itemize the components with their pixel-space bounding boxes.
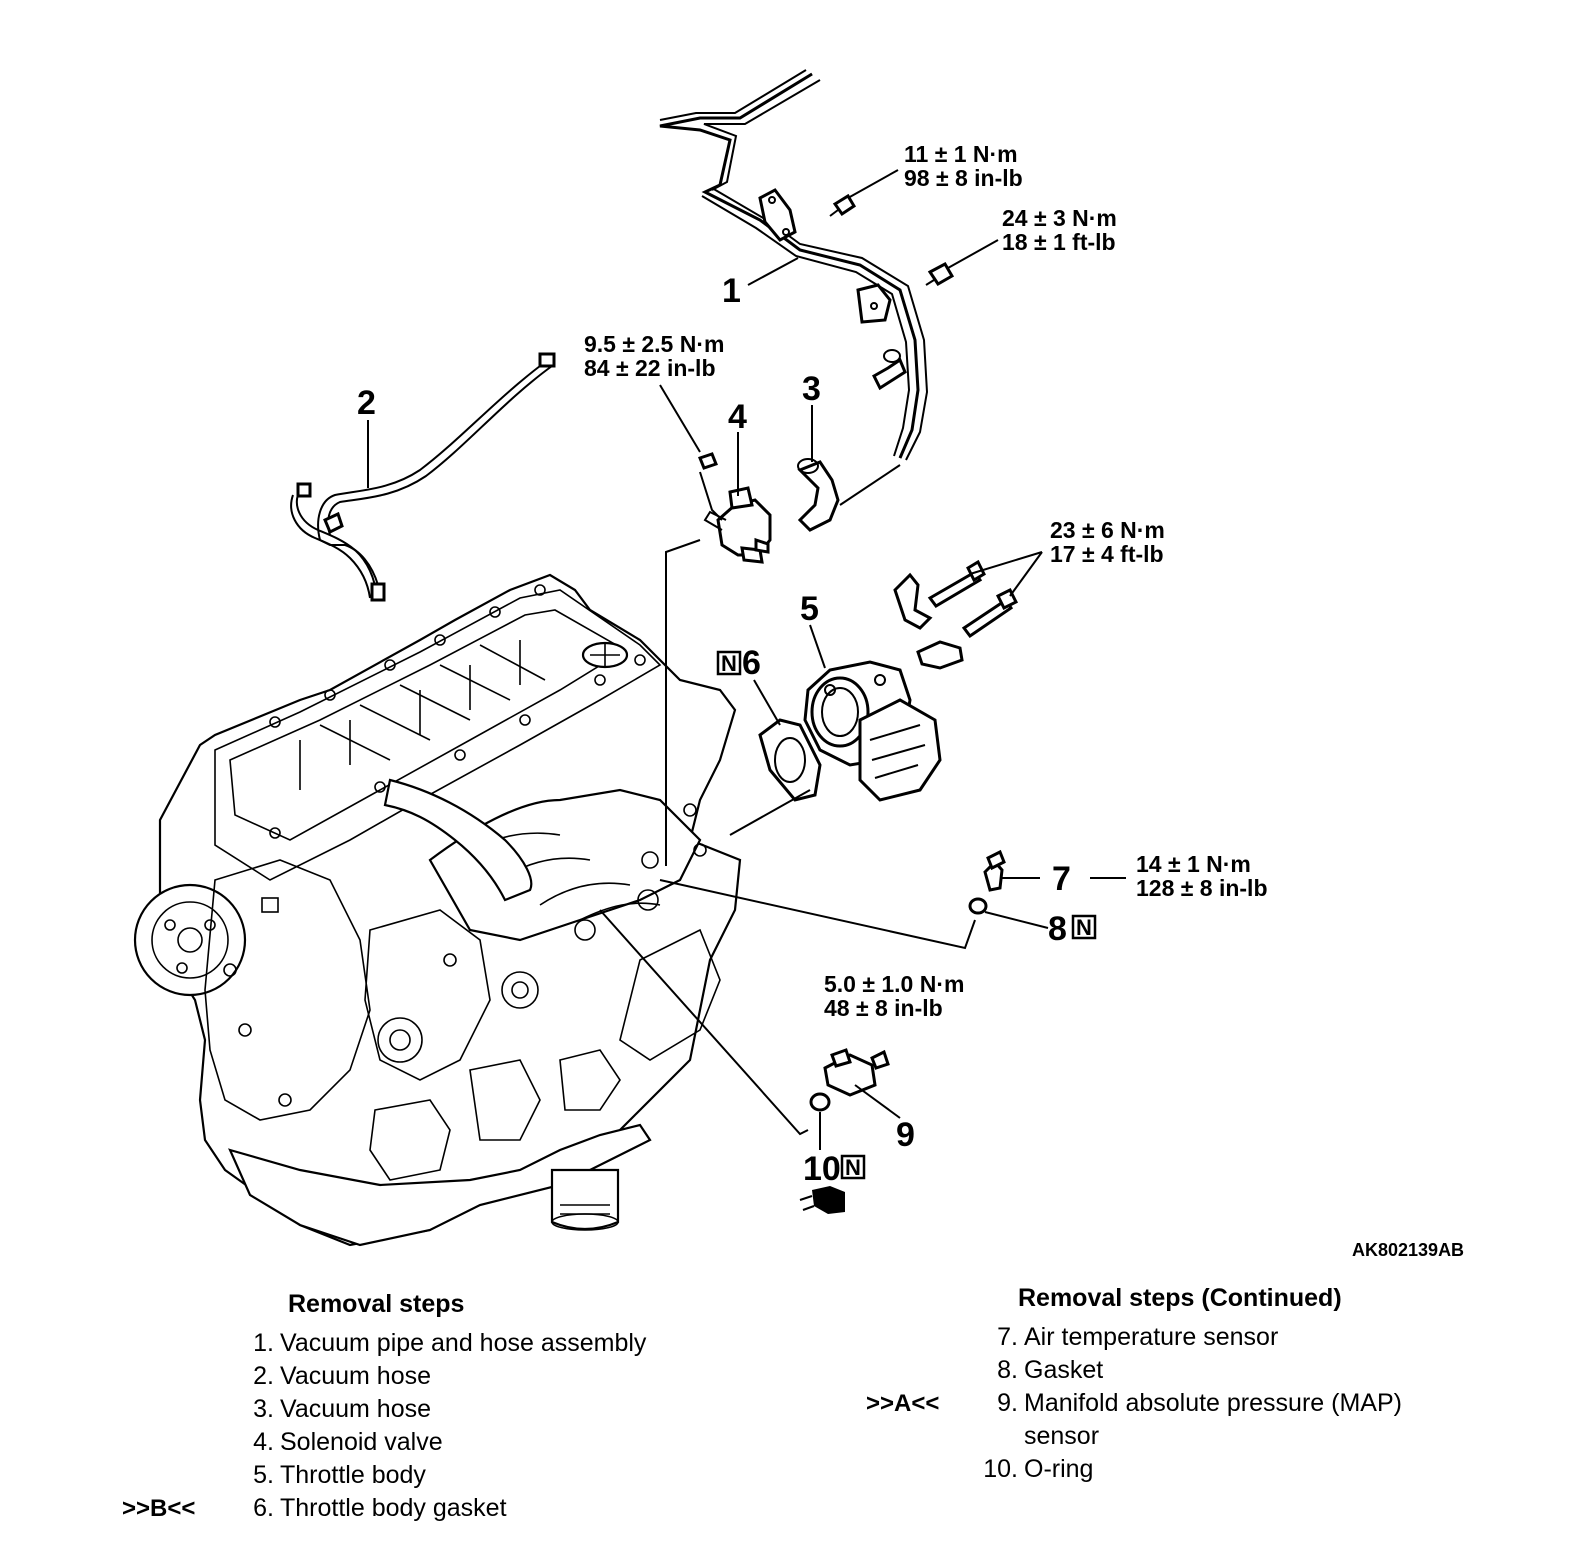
callout-7: 7	[1052, 860, 1071, 898]
n-marker-10: N	[845, 1155, 861, 1180]
callout-1: 1	[722, 272, 741, 310]
vacuum-pipe-assembly	[659, 69, 929, 461]
n-marker-8: N	[1076, 915, 1092, 940]
torque-5-nm: 14 ± 1 N·m	[1136, 851, 1251, 877]
torque-2-ftlb: 18 ± 1 ft-lb	[1002, 229, 1116, 255]
step-row: >>B<< 6. Throttle body gasket	[122, 1494, 507, 1522]
torque-2-nm: 24 ± 3 N·m	[1002, 205, 1117, 231]
callout-5: 5	[800, 590, 819, 628]
step-row: >>A<< 9. Manifold absolute pressure (MAP…	[866, 1389, 1402, 1417]
torque-1-inlb: 98 ± 8 in-lb	[904, 165, 1023, 191]
step-row: 2. Vacuum hose	[253, 1362, 432, 1390]
callout-3: 3	[802, 370, 821, 408]
throttle-body	[803, 559, 1019, 802]
map-sensor-small-icon	[799, 1186, 845, 1214]
callout-10-group: 10 N	[803, 1150, 866, 1188]
bolt-11nm	[829, 193, 857, 217]
step-row: 1. Vacuum pipe and hose assembly	[253, 1329, 647, 1357]
vacuum-hose-3	[797, 458, 901, 532]
callout-9: 9	[896, 1116, 915, 1154]
map-sensor	[823, 1048, 890, 1097]
throttle-body-gasket	[758, 718, 822, 802]
bolt-24nm	[925, 261, 955, 286]
step-row: 3. Vacuum hose	[253, 1395, 432, 1423]
torque-1-nm: 11 ± 1 N·m	[904, 141, 1018, 167]
removal-steps-continued-title: Removal steps (Continued)	[1018, 1284, 1342, 1312]
o-ring-10	[809, 1092, 831, 1112]
leader-lines	[367, 169, 1126, 1150]
removal-steps-title: Removal steps	[288, 1290, 465, 1318]
callout-6-group: N 6	[716, 644, 761, 682]
torque-3-nm: 9.5 ± 2.5 N·m	[584, 331, 724, 357]
torque-4-nm: 23 ± 6 N·m	[1050, 517, 1165, 543]
torque-5-inlb: 128 ± 8 in-lb	[1136, 875, 1268, 901]
step-row: sensor	[1024, 1422, 1100, 1450]
step-row: 5. Throttle body	[253, 1461, 426, 1489]
vacuum-hose-2	[290, 352, 556, 602]
solenoid-valve	[698, 452, 772, 564]
air-temperature-sensor	[983, 849, 1006, 892]
step-row: 8. Gasket	[997, 1356, 1104, 1384]
callout-4: 4	[728, 398, 747, 436]
callout-8: 8	[1048, 910, 1067, 948]
callout-10: 10	[803, 1150, 841, 1188]
torque-3-inlb: 84 ± 22 in-lb	[584, 355, 716, 381]
callout-2: 2	[357, 384, 376, 422]
figure-code: AK802139AB	[1352, 1240, 1464, 1260]
step-row: 4. Solenoid valve	[253, 1428, 443, 1456]
step-row: 10. O-ring	[983, 1455, 1094, 1483]
removal-steps-list: Removal steps 1. Vacuum pipe and hose as…	[122, 1288, 646, 1525]
gasket-8	[968, 897, 988, 915]
torque-4-ftlb: 17 ± 4 ft-lb	[1050, 541, 1164, 567]
engine-block	[133, 573, 742, 1247]
callout-6: 6	[742, 644, 761, 682]
step-row: 7. Air temperature sensor	[997, 1323, 1279, 1351]
n-marker-6: N	[721, 651, 737, 676]
removal-steps-continued-list: Removal steps (Continued) 7. Air tempera…	[866, 1282, 1402, 1486]
torque-6-nm: 5.0 ± 1.0 N·m	[824, 971, 964, 997]
torque-6-inlb: 48 ± 8 in-lb	[824, 995, 943, 1021]
callout-8-group: 8 N	[1048, 910, 1097, 948]
